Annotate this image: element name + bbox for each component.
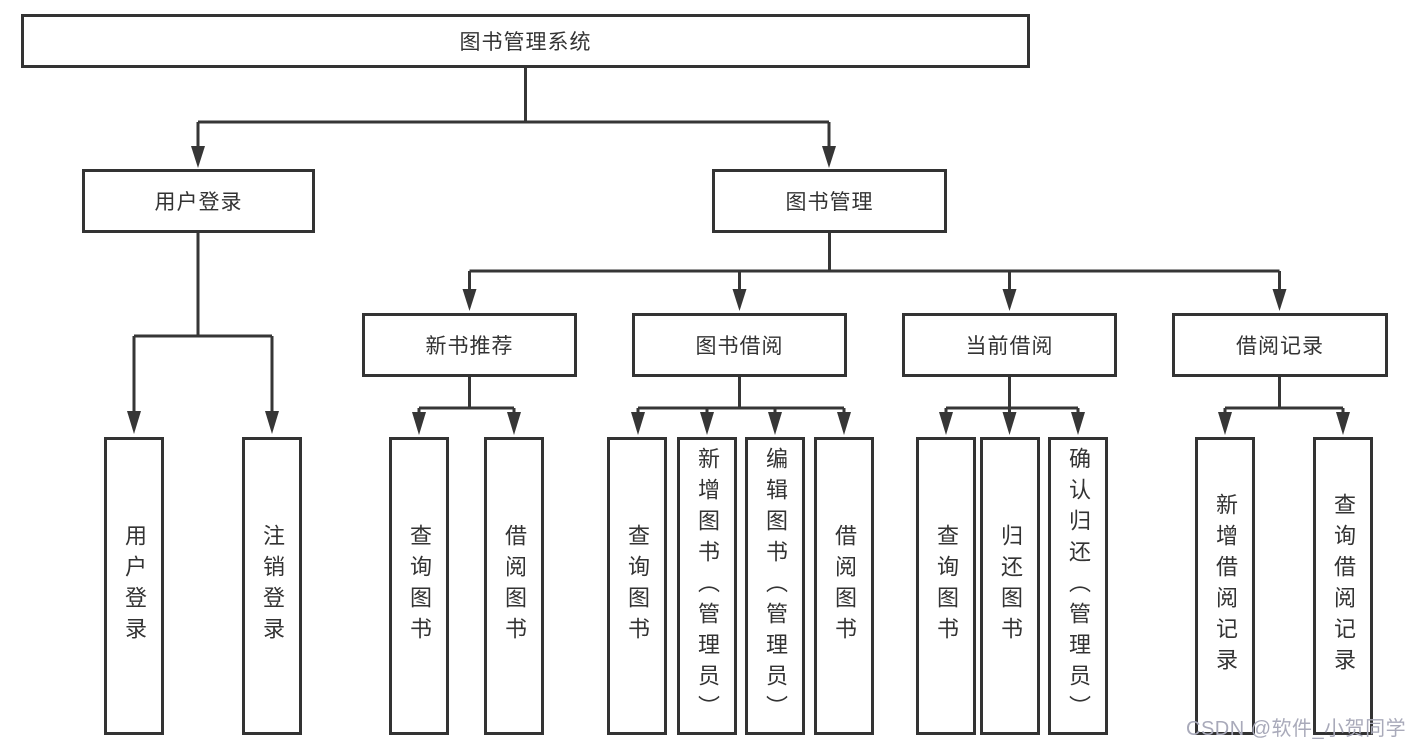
leaf-user-login-label: 用户登录 xyxy=(122,524,147,648)
leaf-add-book-admin: 新增图书（管理员） xyxy=(677,437,737,735)
node-root: 图书管理系统 xyxy=(21,14,1030,68)
connector-borrow-records xyxy=(1218,377,1350,435)
leaf-confirm-return-admin: 确认归还（管理员） xyxy=(1048,437,1108,735)
leaf-confirm-return-admin-label: 确认归还（管理员） xyxy=(1066,446,1091,726)
node-new-book-recommend: 新书推荐 xyxy=(362,313,577,377)
leaf-return-book: 归还图书 xyxy=(980,437,1040,735)
leaf-search-borrow-record-label: 查询借阅记录 xyxy=(1331,493,1356,679)
leaf-search-borrow-record: 查询借阅记录 xyxy=(1313,437,1373,735)
leaf-borrow-book-label: 借阅图书 xyxy=(832,524,857,648)
leaf-add-borrow-record: 新增借阅记录 xyxy=(1195,437,1255,735)
csdn-watermark: CSDN @软件_小贺同学 xyxy=(1186,718,1405,740)
leaf-borrow-book-recommend-label: 借阅图书 xyxy=(502,524,527,648)
node-current-borrow: 当前借阅 xyxy=(902,313,1117,377)
leaf-search-book-borrow: 查询图书 xyxy=(607,437,667,735)
leaf-search-book-borrow-label: 查询图书 xyxy=(625,524,650,648)
node-borrow-records: 借阅记录 xyxy=(1172,313,1388,377)
leaf-return-book-label: 归还图书 xyxy=(998,524,1023,648)
leaf-logout: 注销登录 xyxy=(242,437,302,735)
leaf-add-book-admin-label: 新增图书（管理员） xyxy=(695,446,720,726)
connector-user-login xyxy=(127,233,279,434)
leaf-edit-book-admin-label: 编辑图书（管理员） xyxy=(763,446,788,726)
connector-new-book-recommend xyxy=(412,377,521,435)
node-book-borrow: 图书借阅 xyxy=(632,313,847,377)
leaf-edit-book-admin: 编辑图书（管理员） xyxy=(745,437,805,735)
leaf-logout-label: 注销登录 xyxy=(260,524,285,648)
node-book-management: 图书管理 xyxy=(712,169,947,233)
node-user-login: 用户登录 xyxy=(82,169,315,233)
leaf-add-borrow-record-label: 新增借阅记录 xyxy=(1213,493,1238,679)
connector-current-borrow xyxy=(939,377,1085,435)
leaf-search-book-recommend-label: 查询图书 xyxy=(407,524,432,648)
leaf-borrow-book: 借阅图书 xyxy=(814,437,874,735)
leaf-search-book-current: 查询图书 xyxy=(916,437,976,735)
connector-root xyxy=(191,68,836,168)
connector-book-borrow xyxy=(631,377,851,435)
leaf-borrow-book-recommend: 借阅图书 xyxy=(484,437,544,735)
leaf-search-book-recommend: 查询图书 xyxy=(389,437,449,735)
leaf-search-book-current-label: 查询图书 xyxy=(934,524,959,648)
connector-book-management xyxy=(462,233,1287,311)
leaf-user-login: 用户登录 xyxy=(104,437,164,735)
